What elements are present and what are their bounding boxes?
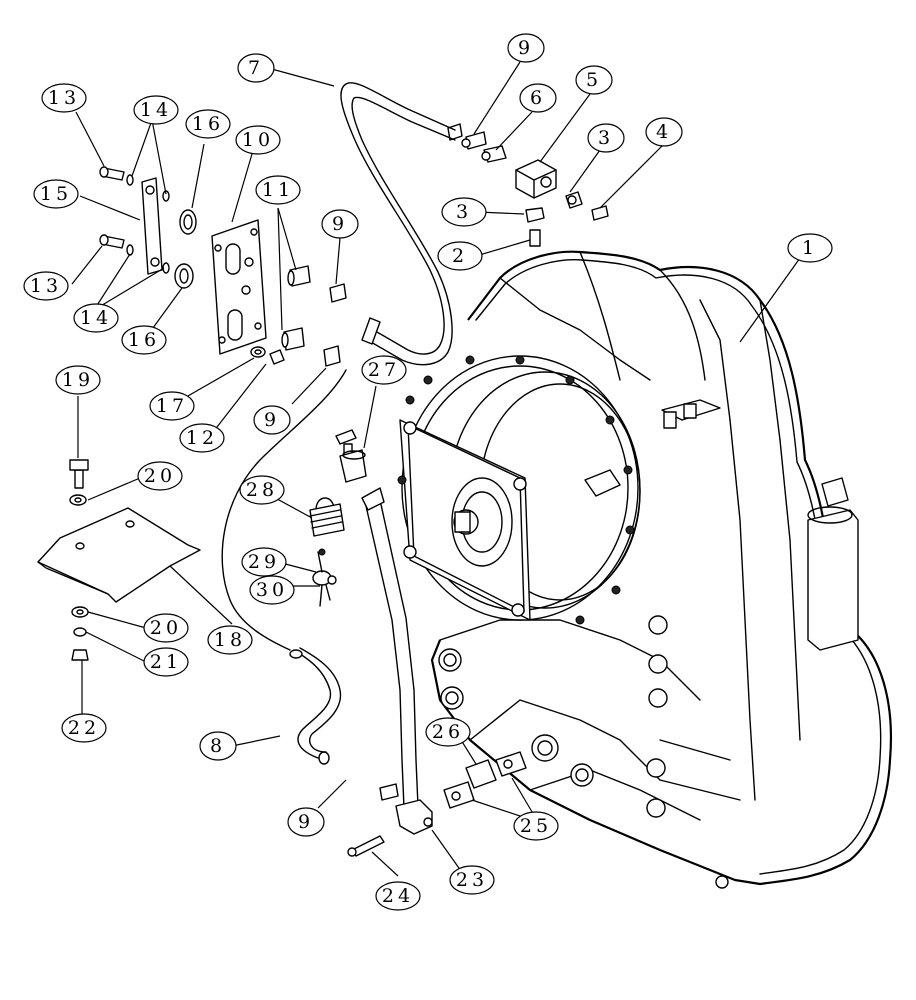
callout-label: 19 — [62, 369, 94, 391]
callout-5: 5 — [575, 65, 613, 95]
callout-23: 23 — [449, 865, 495, 895]
hardware-stack — [69, 459, 89, 661]
callout-1: 1 — [787, 233, 833, 263]
callout-20-bottom: 20 — [143, 613, 189, 643]
callout-label: 13 — [30, 275, 62, 297]
callout-label: 3 — [456, 201, 472, 223]
callout-label: 15 — [40, 183, 72, 205]
mounting-plate — [99, 166, 347, 367]
callout-9-left: 9 — [253, 405, 291, 435]
callout-11: 11 — [255, 175, 301, 205]
callout-label: 20 — [150, 617, 182, 639]
hose-8 — [289, 647, 342, 765]
callout-label: 9 — [518, 37, 534, 59]
callout-24: 24 — [375, 881, 421, 911]
callout-label: 29 — [248, 551, 280, 573]
callout-label: 16 — [128, 329, 160, 351]
callout-label: 27 — [368, 359, 400, 381]
callout-22: 22 — [61, 713, 107, 743]
callout-16-bottom: 16 — [121, 325, 167, 355]
callout-17: 17 — [149, 391, 195, 421]
callout-30: 30 — [249, 575, 295, 605]
callout-label: 9 — [332, 213, 348, 235]
breather-cap — [335, 429, 367, 483]
return-line — [221, 369, 347, 651]
callout-label: 26 — [432, 721, 464, 743]
callout-13-top: 13 — [41, 83, 87, 113]
callout-label: 20 — [144, 465, 176, 487]
callout-4: 4 — [645, 117, 683, 147]
callout-18: 18 — [207, 625, 253, 655]
callout-25: 25 — [513, 811, 559, 841]
callout-21: 21 — [143, 647, 189, 677]
callout-label: 4 — [656, 121, 672, 143]
callout-6: 6 — [519, 83, 557, 113]
callout-label: 11 — [262, 179, 294, 201]
callout-label: 1 — [802, 237, 818, 259]
callout-label: 14 — [140, 99, 172, 121]
callout-16-top: 16 — [185, 109, 231, 139]
callout-label: 17 — [156, 395, 188, 417]
callout-29: 29 — [241, 547, 287, 577]
callout-9-bottom: 9 — [287, 807, 325, 837]
callout-2: 2 — [437, 241, 483, 271]
callout-28: 28 — [239, 475, 285, 505]
cover-plate — [37, 507, 201, 603]
callout-label: 5 — [586, 69, 602, 91]
callout-label: 9 — [298, 811, 314, 833]
callout-8: 8 — [199, 731, 237, 761]
keys — [312, 548, 337, 607]
gaskets — [347, 751, 527, 857]
callout-10: 10 — [235, 125, 281, 155]
callout-label: 18 — [214, 629, 246, 651]
top-fittings — [447, 123, 609, 247]
callout-14-top: 14 — [133, 95, 179, 125]
callout-12: 12 — [179, 423, 225, 453]
callout-label: 25 — [520, 815, 552, 837]
callout-label: 10 — [242, 129, 274, 151]
padlock — [309, 497, 345, 537]
callout-19: 19 — [55, 365, 101, 395]
callout-label: 13 — [48, 87, 80, 109]
callout-7: 7 — [237, 53, 275, 83]
transmission-housing — [397, 250, 892, 889]
callout-label: 2 — [452, 245, 468, 267]
callout-3-upper: 3 — [587, 123, 625, 153]
callout-label: 22 — [68, 717, 100, 739]
callout-label: 28 — [246, 479, 278, 501]
callout-26: 26 — [425, 717, 471, 747]
callout-label: 30 — [256, 579, 288, 601]
callout-27: 27 — [361, 355, 407, 385]
callout-13-bottom: 13 — [23, 271, 69, 301]
callout-label: 12 — [186, 427, 218, 449]
callout-label: 7 — [248, 57, 264, 79]
callout-3-lower: 3 — [441, 197, 487, 227]
callout-label: 14 — [80, 307, 112, 329]
callout-label: 23 — [456, 869, 488, 891]
callout-label: 8 — [210, 735, 226, 757]
callout-label: 16 — [192, 113, 224, 135]
callout-14-bottom: 14 — [73, 303, 119, 333]
callout-9-mid: 9 — [321, 209, 359, 239]
callout-label: 6 — [530, 87, 546, 109]
callout-label: 3 — [598, 127, 614, 149]
callout-9-top: 9 — [507, 33, 545, 63]
leader-lines — [71, 61, 801, 879]
callout-label: 21 — [150, 651, 182, 673]
callout-label: 9 — [264, 409, 280, 431]
callout-15: 15 — [33, 179, 79, 209]
callout-20-top: 20 — [137, 461, 183, 491]
dipstick-tube — [361, 487, 433, 835]
hose-7 — [340, 82, 456, 366]
callout-label: 24 — [382, 885, 414, 907]
